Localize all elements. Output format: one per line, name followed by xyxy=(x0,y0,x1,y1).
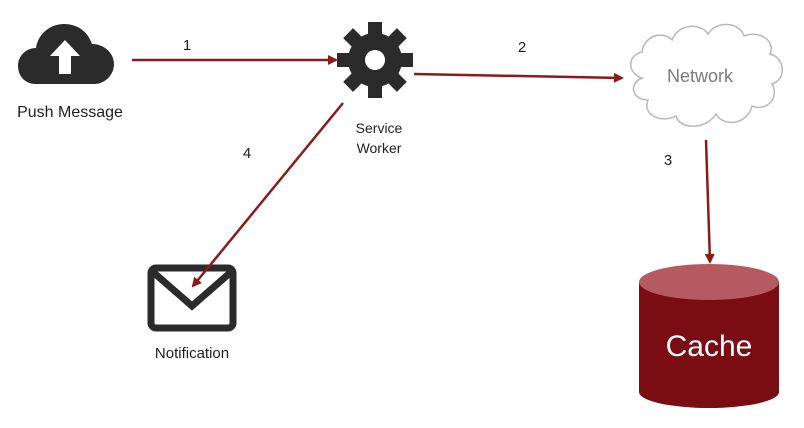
edge-1: 1 xyxy=(132,37,338,65)
gear-icon xyxy=(337,22,413,98)
edge-4: 4 xyxy=(191,102,344,288)
edge-3-step-label: 3 xyxy=(664,152,672,169)
edge-2: 2 xyxy=(413,39,624,83)
envelope-icon xyxy=(147,264,237,332)
network-label: Network xyxy=(667,66,734,86)
cloud-icon xyxy=(630,23,783,127)
cache-label: Cache xyxy=(666,330,753,363)
service-worker-label-line2: Worker xyxy=(357,140,402,156)
database-cylinder-icon xyxy=(639,264,779,408)
notification-label: Notification xyxy=(155,345,229,362)
edge-1-step-label: 1 xyxy=(183,37,191,54)
service-worker-label-line1: Service xyxy=(356,120,403,136)
edge-2-step-label: 2 xyxy=(518,39,526,56)
push-message-label: Push Message xyxy=(17,104,123,121)
edge-4-step-label: 4 xyxy=(243,145,251,162)
edge-3: 3 xyxy=(664,139,715,264)
cloud-upload-icon xyxy=(18,24,114,84)
